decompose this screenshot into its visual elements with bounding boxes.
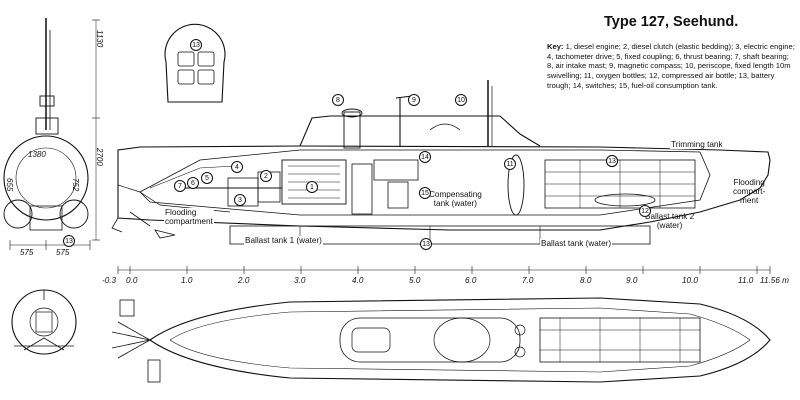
callout-13: 13 [606,155,618,167]
dim-height-top: 1130 [95,30,104,48]
label-ballast-1: Ballast tank 1 (water) [244,236,323,245]
compressed-air [594,193,656,207]
label-flooding-fwd: Flooding compartment [164,208,214,226]
dim-height-hull: 2700 [95,148,104,166]
callout-12: 12 [639,205,651,217]
callout-15: 15 [419,187,431,199]
scale-tick: 5.0 [409,276,421,285]
pressure-hull [139,149,711,216]
scale-tick: 9.0 [626,276,638,285]
dim-1380: 1380 [28,150,46,159]
front-section [3,18,100,250]
callout-5: 5 [201,172,213,184]
scale-tick: 8.0 [580,276,592,285]
plan-hull [149,297,771,383]
callout-13: 13 [420,238,432,250]
scale-tick: 11.56 m [760,276,789,285]
scale-tick: 10.0 [682,276,698,285]
callout-10: 10 [455,94,467,106]
callout-2: 2 [260,170,272,182]
scale-tick: 1.0 [181,276,193,285]
oxygen-bottles [507,154,525,216]
rear-section [164,23,226,103]
side-elevation [111,80,771,245]
scale-tick: 7.0 [522,276,534,285]
key-text: 1, diesel engine; 2, diesel clutch (elas… [547,42,795,90]
callout-4: 4 [231,161,243,173]
diesel-engine [281,159,347,205]
callout-6: 6 [187,177,199,189]
ballast-keel [229,225,651,245]
air-intake [343,111,361,149]
scale-tick: 6.0 [465,276,477,285]
label-ballast-2: Ballast tank 2 (water) [645,212,695,230]
callout-3: 3 [234,194,246,206]
plan-battery [539,317,701,363]
callout-1: 1 [306,181,318,193]
scale-tick: 4.0 [352,276,364,285]
scale-tick: 2.0 [238,276,250,285]
callout-8: 8 [332,94,344,106]
callout-13: 13 [190,39,202,51]
scale-marks [117,266,771,274]
plan-view [111,297,771,383]
label-compensating: Compensating tank (water) [428,190,483,208]
drawing-title: Type 127, Seehund. [604,14,739,30]
label-ballast-water: Ballast tank (water) [540,239,613,248]
label-flooding-aft: Flooding compart- ment [733,178,766,205]
scale-tick: 0.0 [126,276,138,285]
dim-width-b: 575 [56,248,70,257]
dim-752: 752 [71,178,80,192]
key-heading: Key: [547,42,564,51]
scale-tick: 3.0 [294,276,306,285]
callout-9: 9 [408,94,420,106]
callout-13: 13 [63,235,75,247]
callout-14: 14 [419,151,431,163]
scale-tick: -0.3 [102,276,117,285]
scale-tick: 11.0 [738,276,754,285]
key-legend: Key: 1, diesel engine; 2, diesel clutch … [547,42,795,91]
dim-655: 655 [5,178,14,192]
hull-section [3,135,89,221]
dim-width-a: 575 [20,248,34,257]
callout-11: 11 [504,158,516,170]
bow-view [11,289,77,355]
hull-outline [117,145,771,231]
conning-tower [299,115,541,147]
callout-7: 7 [174,180,186,192]
label-trimming-tank: Trimming tank [670,140,724,149]
